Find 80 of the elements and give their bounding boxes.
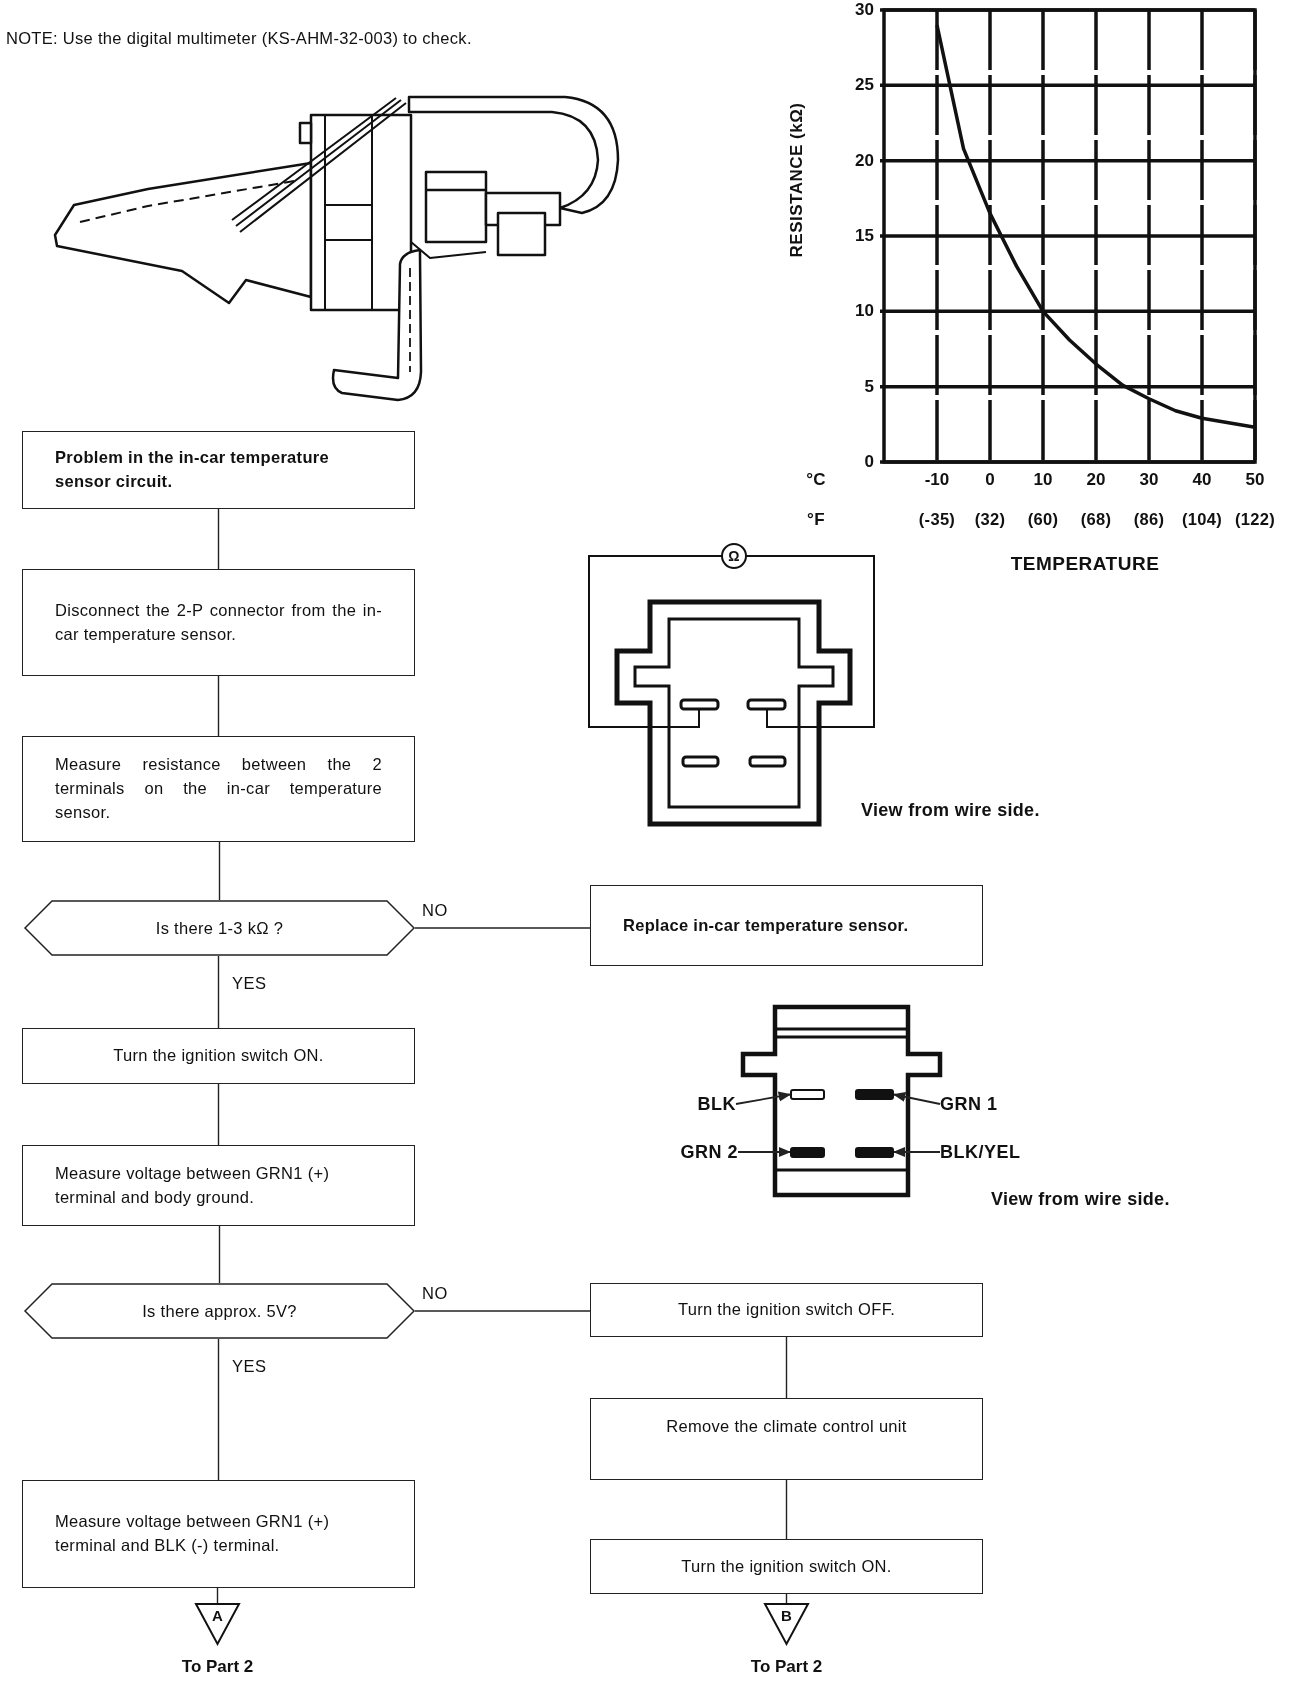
tick-label: 20 xyxy=(855,150,874,171)
terminal xyxy=(855,1089,894,1100)
axis-title: TEMPERATURE xyxy=(1010,553,1160,575)
ohm-symbol: Ω xyxy=(728,547,740,565)
process-box xyxy=(22,1145,415,1226)
question-text: Is there 1-3 kΩ ? xyxy=(155,918,284,938)
tick-label: 20 xyxy=(1086,470,1106,490)
process-box xyxy=(22,736,415,842)
tick-label: (32) xyxy=(974,510,1006,530)
page-reference: To Part 2 xyxy=(750,1657,823,1677)
decision-box xyxy=(24,900,415,956)
leader-line xyxy=(892,1146,941,1158)
page-reference: To Part 2 xyxy=(181,1657,254,1677)
connector-line xyxy=(414,927,591,929)
tick-label: 50 xyxy=(1245,470,1265,490)
process-box xyxy=(22,1480,415,1588)
tick-label: (122) xyxy=(1235,510,1275,530)
connector-line xyxy=(217,955,220,1029)
wire-color-label: GRN 2 xyxy=(660,1140,738,1164)
step-text: Turn the ignition switch ON. xyxy=(680,1555,893,1577)
note-text: View from wire side. xyxy=(991,1189,1170,1211)
tick-label: (104) xyxy=(1182,510,1222,530)
tick-label: (68) xyxy=(1080,510,1112,530)
leader-line xyxy=(737,1146,792,1158)
tick-label: 10 xyxy=(855,301,874,322)
wire-color-label: BLK xyxy=(684,1092,736,1116)
tick-label: 0 xyxy=(864,452,874,472)
process-box xyxy=(22,569,415,676)
wire-color-label: BLK/YEL xyxy=(940,1140,1044,1164)
triangle-letter: A xyxy=(212,1607,223,1624)
tick-label: 25 xyxy=(855,75,874,96)
connector-line xyxy=(217,1083,220,1146)
connector-line xyxy=(217,508,220,570)
tick-label: 30 xyxy=(1139,470,1159,490)
step-text: Turn the ignition switch OFF. xyxy=(676,1299,897,1321)
process-box xyxy=(590,1539,983,1594)
step-text: Measure voltage between GRN1 (+) terminal and BLK (-) terminal. xyxy=(55,1511,331,1556)
tick-label: 40 xyxy=(1192,470,1212,490)
step-text: Problem in the in-car temperature sensor circuit. xyxy=(55,447,330,492)
note-text: NOTE: Use the digital multimeter (KS-AHM-32-003) to check. xyxy=(6,29,472,49)
axis-unit-label: °C xyxy=(806,469,826,491)
note-text: View from wire side. xyxy=(861,800,1040,822)
wire-color-label: GRN 1 xyxy=(940,1092,1014,1116)
tick-label: 0 xyxy=(985,470,995,490)
terminal xyxy=(790,1147,825,1158)
decision-box xyxy=(24,1283,415,1339)
triangle-letter: B xyxy=(781,1607,792,1624)
step-text: Remove the climate control unit xyxy=(665,1416,908,1437)
terminal xyxy=(790,1089,825,1100)
tick-label: (-35) xyxy=(918,510,956,530)
step-text: Measure voltage between GRN1 (+) terminal and body ground. xyxy=(55,1162,331,1208)
step-text: Turn the ignition switch ON. xyxy=(112,1045,325,1067)
axis-unit-label: °F xyxy=(807,509,825,531)
tick-label: 15 xyxy=(855,226,874,246)
tick-label: 5 xyxy=(864,376,874,397)
process-box xyxy=(22,431,415,509)
step-text: Measure resistance between the 2 terminals on the in-car temperature sensor. xyxy=(55,754,382,823)
connector-line xyxy=(217,1338,220,1481)
leader-line xyxy=(892,1091,941,1105)
tick-label: (86) xyxy=(1133,510,1165,530)
connector-line xyxy=(414,1310,591,1312)
process-box xyxy=(590,1283,983,1337)
connector-line xyxy=(218,841,221,901)
leader-line xyxy=(735,1091,792,1105)
tick-label: 30 xyxy=(855,0,874,20)
process-box xyxy=(590,1398,983,1480)
process-box xyxy=(22,1028,415,1084)
terminal xyxy=(855,1147,894,1158)
connector-line xyxy=(217,675,220,737)
question-text: Is there approx. 5V? xyxy=(142,1301,297,1321)
step-text: Replace in-car temperature sensor. xyxy=(623,914,910,936)
step-text: Disconnect the 2-P connector from the in-car temperature sensor. xyxy=(55,599,382,645)
connector-line xyxy=(785,1336,788,1399)
connector-line xyxy=(218,1225,221,1284)
tick-label: 10 xyxy=(1033,470,1053,490)
process-box xyxy=(590,885,983,966)
tick-label: (60) xyxy=(1027,510,1059,530)
axis-title: RESISTANCE (kΩ) xyxy=(787,102,807,258)
connector-line xyxy=(785,1479,788,1540)
tick-label: -10 xyxy=(924,470,950,490)
